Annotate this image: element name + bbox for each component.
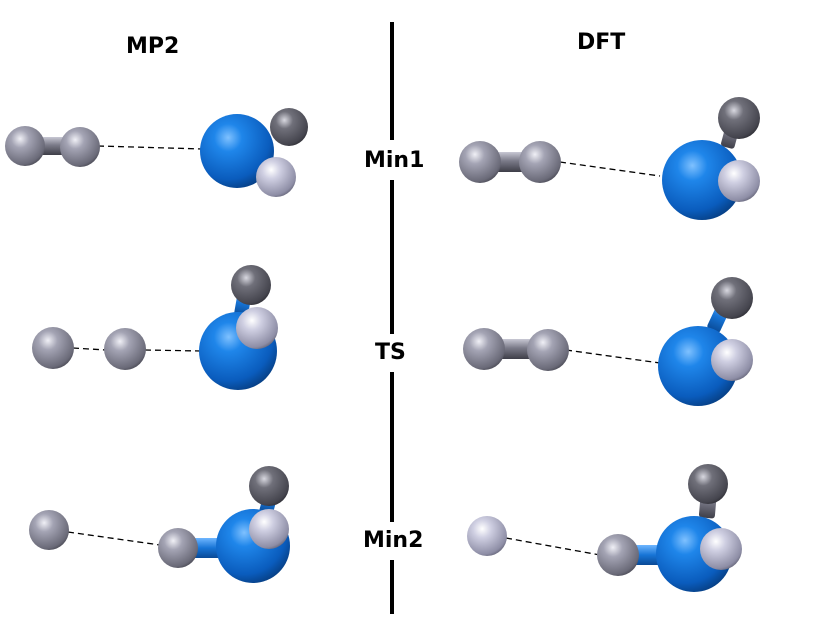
dft-ts-molecule xyxy=(463,277,753,406)
mp2-min2-molecule xyxy=(29,466,290,583)
dft-min2-molecule xyxy=(467,464,742,592)
method-header-dft: DFT xyxy=(577,30,626,55)
mp2-ts-molecule xyxy=(32,265,278,390)
row-label-min1: Min1 xyxy=(362,144,427,177)
row-label-ts: TS xyxy=(373,336,408,369)
row-label-min2: Min2 xyxy=(361,524,426,557)
dft-min1-molecule xyxy=(459,97,760,220)
method-header-mp2: MP2 xyxy=(126,34,180,59)
mp2-min1-molecule xyxy=(5,108,308,197)
